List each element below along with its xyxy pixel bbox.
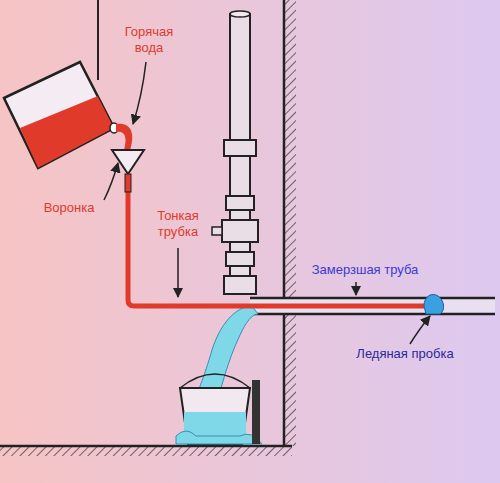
wall-hatch (284, 0, 296, 446)
vertical-pipe (212, 11, 258, 294)
drawing-part (250, 297, 495, 300)
drawing-part (112, 150, 144, 174)
leader-line (355, 282, 357, 295)
drawing-part (224, 276, 256, 294)
floor (0, 445, 292, 448)
drawing-part (250, 313, 495, 316)
funnel-label: Воронка (34, 200, 104, 216)
wall (283, 0, 286, 446)
drawing-part (125, 174, 131, 192)
ice-plug (424, 294, 444, 314)
hot-water-stream (116, 124, 132, 150)
funnel (112, 150, 144, 192)
thin-tube (128, 190, 424, 306)
drawing-part (224, 140, 256, 156)
tube-label: Тонкая трубка (148, 208, 208, 240)
drawing-part (252, 380, 260, 444)
ice-plug-label: Ледяная пробка (340, 346, 470, 362)
drawing-part (222, 220, 258, 242)
drawing-part (20, 96, 114, 168)
drawing-part (226, 196, 254, 210)
leader-line (410, 316, 430, 344)
drawing-part (230, 11, 250, 17)
leader-line (177, 248, 179, 297)
leader-line (133, 62, 146, 124)
floor-hatch (0, 446, 292, 456)
drawing-part (104, 62, 430, 344)
drawing-part (226, 252, 254, 266)
leader-line (104, 163, 118, 200)
drawing-part (180, 374, 250, 388)
pouring-bucket (4, 0, 118, 168)
drawing-part (4, 62, 114, 168)
drawing-part (212, 227, 222, 235)
drawing-part (97, 0, 99, 80)
frozen-pipe-label: Замерзшая труба (300, 262, 430, 278)
catch-bucket (176, 374, 262, 444)
hot-water-label: Горячая вода (118, 24, 180, 56)
drawing-part (176, 431, 262, 444)
